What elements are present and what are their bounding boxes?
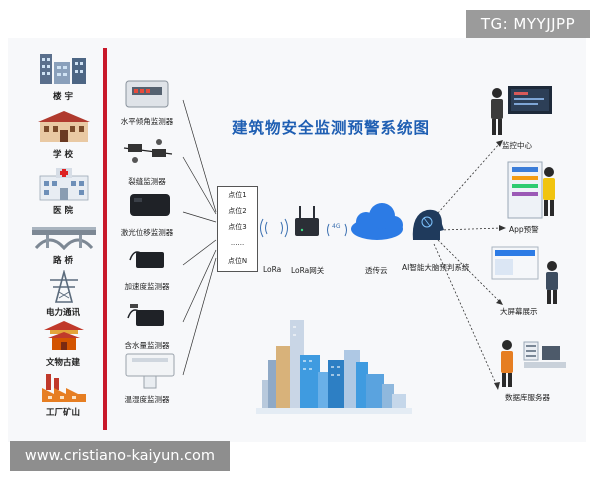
cloud-label: 透传云 — [365, 266, 388, 275]
arrow-head — [494, 382, 500, 390]
monitoring-center-icon — [491, 86, 552, 135]
4g-signal-icon — [327, 223, 347, 237]
big-screen-icon — [491, 246, 558, 304]
bridge-icon — [32, 227, 96, 250]
tower-building-icon — [40, 54, 86, 84]
sensor-label: 加速度监测器 — [124, 282, 170, 291]
moisture-sensor-icon — [127, 304, 164, 326]
tilt-sensor-icon — [125, 80, 169, 108]
connector-line — [437, 142, 501, 214]
ancient-pavilion-icon — [44, 321, 84, 350]
diagram-title: 建筑物安全监测预警系统图 — [232, 119, 431, 137]
gateway-label: LoRa网关 — [291, 266, 325, 275]
node-item: 点位2 — [228, 207, 247, 215]
node-box: 点位1 点位2 点位3 ...... 点位N — [217, 186, 258, 272]
lora-signal-icon — [260, 218, 288, 238]
connector-line — [433, 243, 498, 387]
school-building-icon — [38, 111, 90, 142]
building-label: 学 校 — [53, 150, 73, 160]
sensor-label: 含水量监测器 — [124, 341, 170, 350]
arrow-head — [499, 225, 506, 231]
sensor-label: 水平倾角监测器 — [120, 117, 174, 126]
cloud-icon — [351, 203, 403, 240]
node-item: 点位3 — [228, 223, 247, 231]
arrow-head — [496, 299, 503, 305]
factory-icon — [42, 374, 86, 402]
temperature-humidity-sensor-icon — [125, 353, 175, 389]
database-server-icon — [501, 340, 566, 387]
ai-brain-icon — [412, 209, 444, 240]
building-label: 文物古建 — [45, 358, 80, 368]
ai-system-label: AI智能大脑预判系统 — [402, 263, 470, 272]
building-label: 医 院 — [53, 206, 73, 216]
arrow-head — [496, 140, 503, 147]
connector-line — [182, 156, 217, 215]
hospital-building-icon — [39, 168, 89, 201]
sensor-label: 温湿度监测器 — [124, 395, 170, 404]
connector-line — [182, 99, 217, 213]
node-item: ...... — [230, 239, 245, 247]
node-item: 点位1 — [228, 191, 247, 199]
laser-sensor-icon — [130, 194, 170, 216]
building-label: 工厂矿山 — [45, 408, 80, 418]
lora-gateway-icon — [295, 206, 319, 236]
building-label: 楼 宇 — [53, 92, 73, 102]
sensor-label: 裂缝监测器 — [128, 177, 166, 186]
node-item: 点位N — [227, 257, 248, 265]
acceleration-sensor-icon — [129, 251, 164, 268]
output-label: 数据库服务器 — [505, 393, 550, 402]
output-label: 大屏幕展示 — [500, 307, 538, 316]
app-alert-icon — [507, 161, 555, 219]
connector-line — [182, 211, 217, 223]
connector-line — [182, 249, 217, 323]
connector-line — [182, 239, 217, 266]
tg-watermark-badge: TG: MYYJJPP — [466, 10, 590, 38]
connector-line — [182, 257, 217, 376]
4g-label: 4G — [332, 223, 341, 230]
red-divider-bar — [103, 48, 107, 430]
crack-sensor-icon — [123, 139, 173, 163]
power-tower-icon — [50, 270, 78, 303]
building-label: 电力通讯 — [45, 308, 80, 318]
url-watermark-badge: www.cristiano-kaiyun.com — [10, 441, 230, 471]
lora-label: LoRa — [263, 265, 282, 274]
connector-line — [437, 239, 501, 303]
output-label: App预警 — [509, 225, 539, 234]
sensor-label: 激光位移监测器 — [120, 228, 174, 237]
output-label: 监控中心 — [502, 141, 532, 150]
building-label: 路 桥 — [53, 256, 73, 266]
